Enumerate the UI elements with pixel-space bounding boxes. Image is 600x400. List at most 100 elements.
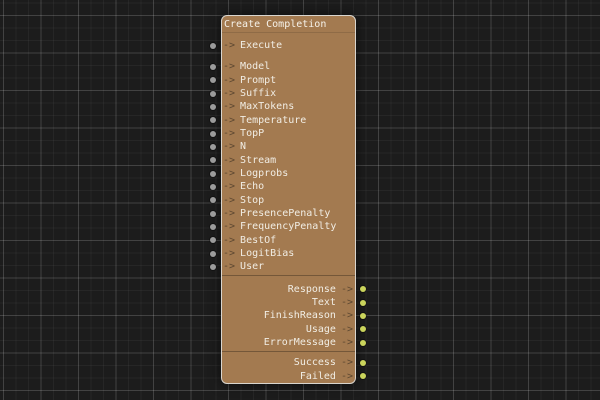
pin-arrow-icon: -> xyxy=(223,261,236,273)
pin-row: -> User xyxy=(210,260,355,273)
pin-label: Response xyxy=(287,283,336,295)
pin-row: -> Execute xyxy=(210,39,355,52)
pin-arrow-icon: -> xyxy=(340,283,353,295)
output-params-section: Response -> Text -> FinishReason -> Usage -> Err… xyxy=(222,274,366,350)
output-pin[interactable] xyxy=(360,286,366,293)
pin-label: N xyxy=(240,141,247,153)
pin-arrow-icon: -> xyxy=(223,74,236,86)
input-pin[interactable] xyxy=(210,223,216,230)
pin-row: -> Temperature xyxy=(210,114,355,127)
pin-label: PresencePenalty xyxy=(240,208,331,220)
pin-label: Prompt xyxy=(240,74,277,86)
pin-label: Suffix xyxy=(240,88,277,100)
pin-row: -> Stop xyxy=(210,194,355,207)
pin-label: TopP xyxy=(240,128,265,140)
pin-row: -> N xyxy=(210,140,355,153)
pin-label: Stop xyxy=(240,194,265,206)
pin-row: -> Echo xyxy=(210,180,355,193)
input-pin[interactable] xyxy=(210,130,216,137)
input-pin[interactable] xyxy=(210,77,216,84)
pin-arrow-icon: -> xyxy=(223,234,236,246)
pin-label: Failed xyxy=(299,370,336,382)
pin-label: Usage xyxy=(305,323,336,335)
input-pin[interactable] xyxy=(210,157,216,164)
input-pin[interactable] xyxy=(210,237,216,244)
pin-row: -> TopP xyxy=(210,127,355,140)
pin-label: Text xyxy=(311,297,336,309)
input-params-section: -> Model -> Prompt -> Suffix -> MaxTokens -> Temp… xyxy=(210,60,355,273)
output-pin[interactable] xyxy=(360,299,366,306)
pin-row: -> Logprobs xyxy=(210,167,355,180)
pin-arrow-icon: -> xyxy=(223,61,236,73)
input-pin[interactable] xyxy=(210,183,216,190)
exec-output-pin[interactable] xyxy=(360,359,366,366)
input-pin[interactable] xyxy=(210,210,216,217)
pin-row: Success -> xyxy=(222,356,366,369)
pin-row: FinishReason -> xyxy=(222,309,366,322)
pin-arrow-icon: -> xyxy=(223,141,236,153)
pin-row: Usage -> xyxy=(222,323,366,336)
pin-arrow-icon: -> xyxy=(223,40,236,52)
pin-arrow-icon: -> xyxy=(340,337,353,349)
pin-row: Text -> xyxy=(222,296,366,309)
pin-label: Execute xyxy=(240,40,283,52)
pin-row: -> MaxTokens xyxy=(210,100,355,113)
pin-row: Response -> xyxy=(222,283,366,296)
input-pin[interactable] xyxy=(210,197,216,204)
input-pin[interactable] xyxy=(210,250,216,257)
input-pin[interactable] xyxy=(210,63,216,70)
pin-row: -> PresencePenalty xyxy=(210,207,355,220)
pin-label: Model xyxy=(240,61,271,73)
pin-row: Failed -> xyxy=(222,370,366,383)
pin-arrow-icon: -> xyxy=(340,310,353,322)
input-pin[interactable] xyxy=(210,263,216,270)
pin-arrow-icon: -> xyxy=(223,128,236,140)
pin-arrow-icon: -> xyxy=(340,297,353,309)
pin-row: -> Suffix xyxy=(210,87,355,100)
exec-output-pin[interactable] xyxy=(360,373,366,380)
pin-arrow-icon: -> xyxy=(223,101,236,113)
pin-arrow-icon: -> xyxy=(340,357,353,369)
output-pin[interactable] xyxy=(360,339,366,346)
pin-label: Echo xyxy=(240,181,265,193)
pin-label: Success xyxy=(293,357,336,369)
pin-label: BestOf xyxy=(240,234,277,246)
pin-label: FrequencyPenalty xyxy=(240,221,337,233)
exec-input-pin[interactable] xyxy=(210,42,216,49)
input-pin[interactable] xyxy=(210,90,216,97)
input-pin[interactable] xyxy=(210,143,216,150)
pin-arrow-icon: -> xyxy=(223,181,236,193)
pin-arrow-icon: -> xyxy=(340,323,353,335)
pin-row: -> FrequencyPenalty xyxy=(210,220,355,233)
input-pin[interactable] xyxy=(210,103,216,110)
node-create-completion[interactable]: Create Completion -> Execute -> Model -> Pro… xyxy=(210,15,366,384)
pin-label: Logprobs xyxy=(240,168,289,180)
pin-row: -> Model xyxy=(210,60,355,73)
output-pin[interactable] xyxy=(360,312,366,319)
node-title[interactable]: Create Completion xyxy=(222,16,355,33)
pin-arrow-icon: -> xyxy=(340,370,353,382)
pin-row: -> BestOf xyxy=(210,234,355,247)
pin-arrow-icon: -> xyxy=(223,208,236,220)
pin-arrow-icon: -> xyxy=(223,154,236,166)
pin-arrow-icon: -> xyxy=(223,248,236,260)
pin-label: Stream xyxy=(240,154,277,166)
exec-output-section: Success -> Failed -> xyxy=(222,351,366,383)
pin-label: ErrorMessage xyxy=(263,337,336,349)
pin-arrow-icon: -> xyxy=(223,194,236,206)
input-pin[interactable] xyxy=(210,117,216,124)
pin-label: MaxTokens xyxy=(240,101,295,113)
pin-label: Temperature xyxy=(240,114,307,126)
pin-row: -> Stream xyxy=(210,154,355,167)
output-pin[interactable] xyxy=(360,326,366,333)
pin-label: FinishReason xyxy=(263,310,336,322)
pin-arrow-icon: -> xyxy=(223,168,236,180)
input-pin[interactable] xyxy=(210,170,216,177)
pin-arrow-icon: -> xyxy=(223,221,236,233)
pin-row: -> LogitBias xyxy=(210,247,355,260)
pin-label: User xyxy=(240,261,265,273)
pin-arrow-icon: -> xyxy=(223,88,236,100)
pin-arrow-icon: -> xyxy=(223,114,236,126)
pin-label: LogitBias xyxy=(240,248,295,260)
